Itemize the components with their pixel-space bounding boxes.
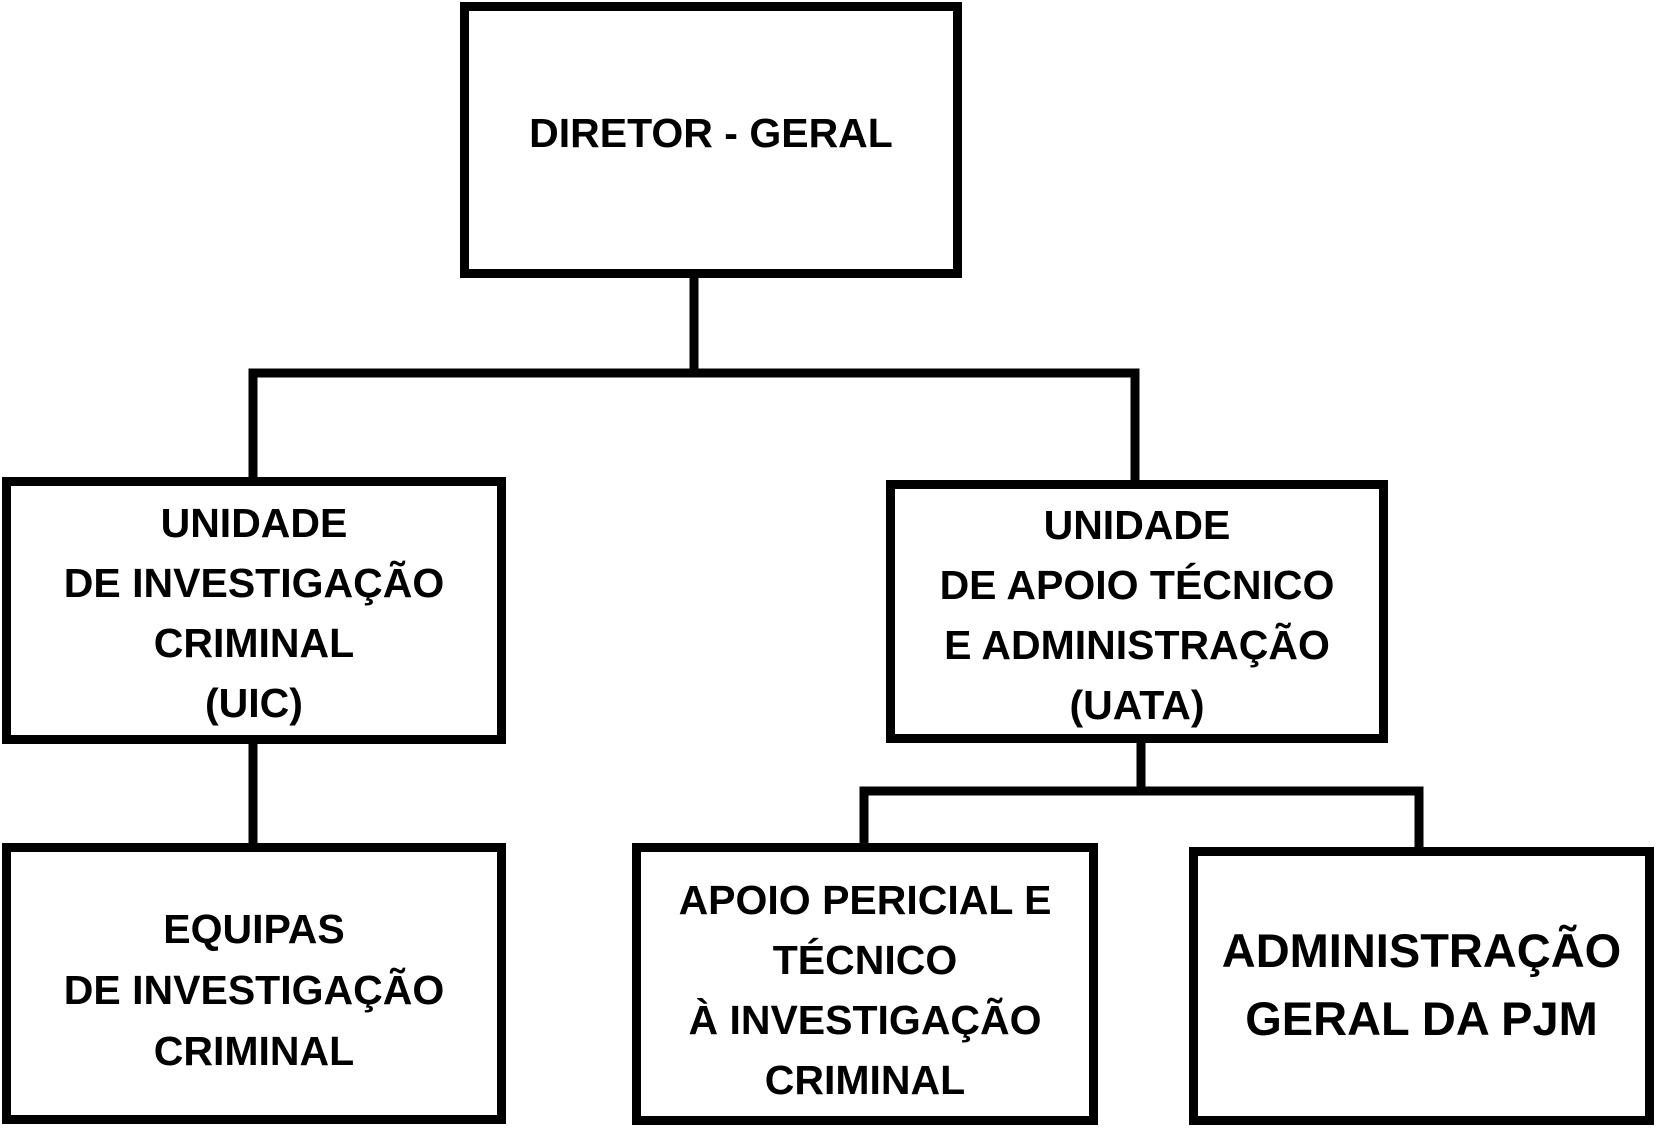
node-line: EQUIPAS <box>163 906 345 952</box>
node-director-geral-label: DIRETOR - GERAL <box>529 103 893 177</box>
node-line: E ADMINISTRAÇÃO <box>944 621 1330 668</box>
node-line: CRIMINAL <box>764 1057 966 1103</box>
node-line: GERAL DA PJM <box>1245 992 1598 1045</box>
node-line: DIRETOR - GERAL <box>529 110 893 156</box>
node-line: (UIC) <box>205 679 303 726</box>
node-uata: UNIDADE DE APOIO TÉCNICO E ADMINISTRAÇÃO… <box>886 480 1388 743</box>
node-director-geral: DIRETOR - GERAL <box>460 2 962 278</box>
node-line: DE APOIO TÉCNICO <box>939 561 1335 608</box>
node-equipas-label: EQUIPAS DE INVESTIGAÇÃO CRIMINAL <box>64 885 444 1082</box>
node-admin-label: ADMINISTRAÇÃO GERAL DA PJM <box>1222 917 1621 1055</box>
node-line: DE INVESTIGAÇÃO <box>63 967 445 1013</box>
node-line: TÉCNICO <box>772 937 958 983</box>
node-line: UNIDADE <box>160 499 348 546</box>
node-equipas-investigacao: EQUIPAS DE INVESTIGAÇÃO CRIMINAL <box>2 843 506 1124</box>
node-line: APOIO PERICIAL E <box>678 877 1052 923</box>
node-line: ADMINISTRAÇÃO <box>1221 924 1622 977</box>
node-uic: UNIDADE DE INVESTIGAÇÃO CRIMINAL (UIC) <box>2 477 506 744</box>
node-apoio-label: APOIO PERICIAL E TÉCNICO À INVESTIGAÇÃO … <box>679 858 1052 1110</box>
node-line: DE INVESTIGAÇÃO <box>63 559 445 606</box>
node-line: UNIDADE <box>1043 501 1231 548</box>
node-line: CRIMINAL <box>153 619 355 666</box>
node-administracao-geral: ADMINISTRAÇÃO GERAL DA PJM <box>1189 847 1654 1125</box>
node-uic-label: UNIDADE DE INVESTIGAÇÃO CRIMINAL (UIC) <box>64 489 444 733</box>
node-apoio-pericial: APOIO PERICIAL E TÉCNICO À INVESTIGAÇÃO … <box>632 843 1098 1125</box>
node-line: À INVESTIGAÇÃO <box>688 997 1042 1043</box>
node-line: (UATA) <box>1069 681 1205 728</box>
node-uata-label: UNIDADE DE APOIO TÉCNICO E ADMINISTRAÇÃO… <box>940 489 1335 735</box>
node-line: CRIMINAL <box>153 1028 355 1074</box>
